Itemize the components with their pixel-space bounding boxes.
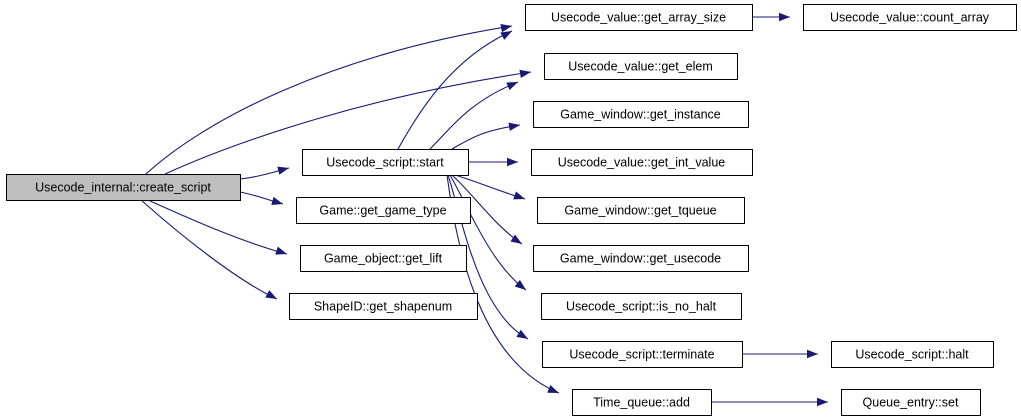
node-get_instance[interactable]: Game_window::get_instance: [533, 101, 749, 128]
arrowhead-icon: [508, 122, 520, 131]
node-box-get_game_type[interactable]: [296, 197, 471, 224]
edge-create_script-to-get_elem: [164, 71, 532, 175]
node-box-get_tqueue[interactable]: [537, 197, 745, 224]
arrowhead-icon: [275, 246, 287, 255]
arrowhead-icon: [277, 166, 289, 175]
node-label-is_no_halt: Usecode_script::is_no_halt: [566, 299, 717, 313]
arrowhead-icon: [779, 12, 790, 22]
node-box-get_int_value[interactable]: [531, 149, 753, 176]
node-box-count_array[interactable]: [803, 4, 1017, 31]
arrowhead-icon: [507, 157, 518, 167]
arrowhead-icon: [817, 397, 828, 407]
edge-create_script-to-get_lift: [147, 199, 288, 255]
node-is_no_halt[interactable]: Usecode_script::is_no_halt: [541, 293, 742, 320]
node-label-queue_entry_set: Queue_entry::set: [863, 395, 959, 409]
node-create_script[interactable]: Usecode_internal::create_script: [6, 174, 241, 201]
arrowhead-icon: [519, 69, 531, 79]
node-label-get_game_type: Game::get_game_type: [319, 203, 446, 217]
node-box-get_lift[interactable]: [300, 245, 467, 272]
node-get_elem[interactable]: Usecode_value::get_elem: [544, 53, 738, 80]
edge-create_script-to-get_shapenum: [140, 199, 278, 300]
node-get_usecode[interactable]: Game_window::get_usecode: [533, 245, 749, 272]
node-time_queue_add[interactable]: Time_queue::add: [572, 389, 712, 416]
edge-start-to-get_tqueue: [454, 174, 526, 200]
node-label-halt: Usecode_script::halt: [855, 347, 969, 361]
node-box-get_instance[interactable]: [533, 101, 749, 128]
node-label-get_usecode: Game_window::get_usecode: [560, 251, 721, 265]
arrowhead-icon: [500, 23, 512, 33]
arrowhead-icon: [265, 290, 277, 299]
node-box-time_queue_add[interactable]: [572, 389, 712, 416]
node-box-get_usecode[interactable]: [533, 245, 749, 272]
arrowhead-icon: [506, 82, 518, 91]
node-get_game_type[interactable]: Game::get_game_type: [296, 197, 471, 224]
node-label-get_elem: Usecode_value::get_elem: [568, 59, 713, 73]
arrowhead-icon: [807, 349, 818, 359]
arrowhead-icon: [514, 279, 526, 290]
node-start[interactable]: Usecode_script::start: [302, 149, 469, 176]
node-get_lift[interactable]: Game_object::get_lift: [300, 245, 467, 272]
node-box-get_shapenum[interactable]: [289, 293, 478, 320]
node-terminate[interactable]: Usecode_script::terminate: [542, 341, 743, 368]
node-label-get_lift: Game_object::get_lift: [324, 251, 443, 265]
node-box-get_array_size[interactable]: [525, 4, 753, 31]
node-get_tqueue[interactable]: Game_window::get_tqueue: [537, 197, 745, 224]
node-label-get_tqueue: Game_window::get_tqueue: [564, 203, 716, 217]
node-get_int_value[interactable]: Usecode_value::get_int_value: [531, 149, 753, 176]
node-box-get_elem[interactable]: [544, 53, 738, 80]
node-label-terminate: Usecode_script::terminate: [569, 347, 714, 361]
arrowhead-icon: [516, 329, 528, 339]
node-get_array_size[interactable]: Usecode_value::get_array_size: [525, 4, 753, 31]
node-box-create_script[interactable]: [6, 174, 241, 201]
arrowhead-icon: [547, 384, 559, 393]
node-label-get_shapenum: ShapeID::get_shapenum: [314, 299, 452, 313]
node-halt[interactable]: Usecode_script::halt: [831, 341, 994, 368]
node-label-time_queue_add: Time_queue::add: [593, 395, 690, 409]
node-box-queue_entry_set[interactable]: [841, 389, 981, 416]
node-box-terminate[interactable]: [542, 341, 743, 368]
node-label-get_int_value: Usecode_value::get_int_value: [558, 155, 726, 169]
arrowhead-icon: [513, 191, 525, 200]
node-label-get_instance: Game_window::get_instance: [560, 107, 721, 121]
node-count_array[interactable]: Usecode_value::count_array: [803, 4, 1017, 31]
node-queue_entry_set[interactable]: Queue_entry::set: [841, 389, 981, 416]
arrowhead-icon: [510, 234, 522, 244]
node-label-get_array_size: Usecode_value::get_array_size: [551, 10, 726, 24]
edge-start-to-get_elem: [429, 81, 519, 150]
node-label-start: Usecode_script::start: [326, 155, 444, 169]
node-box-start[interactable]: [302, 149, 469, 176]
edge-start-to-terminate: [447, 174, 529, 340]
node-box-is_no_halt[interactable]: [541, 293, 742, 320]
node-label-create_script: Usecode_internal::create_script: [35, 180, 211, 194]
arrowhead-icon: [271, 196, 283, 206]
node-get_shapenum[interactable]: ShapeID::get_shapenum: [289, 293, 478, 320]
nodes-layer: Usecode_internal::create_scriptUsecode_s…: [6, 4, 1017, 416]
edge-create_script-to-get_array_size: [145, 25, 513, 175]
edge-start-to-get_array_size: [397, 30, 513, 150]
arrowheads-layer: [265, 12, 828, 407]
node-label-count_array: Usecode_value::count_array: [830, 10, 990, 24]
node-box-halt[interactable]: [831, 341, 994, 368]
edges-layer: [140, 16, 828, 403]
arrowhead-icon: [500, 31, 512, 40]
edge-start-to-is_no_halt: [449, 174, 527, 291]
